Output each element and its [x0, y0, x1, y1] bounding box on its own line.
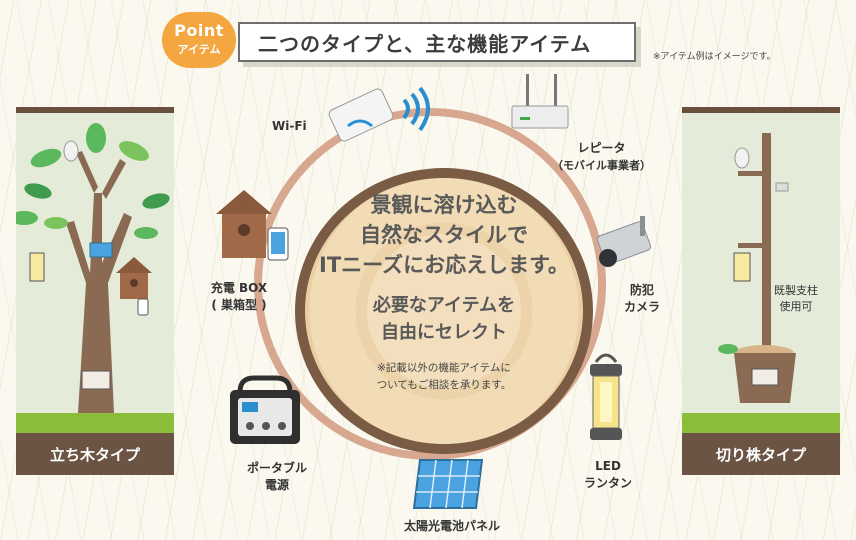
power-label-1: ポータブル	[246, 461, 307, 475]
point-badge: Point アイテム	[162, 12, 236, 68]
solar-panel-icon	[412, 459, 484, 509]
center-line-2: 自然なスタイルで	[360, 223, 528, 247]
camera-label-1: 防犯	[630, 283, 655, 297]
center-line-5: 自由にセレクト	[381, 322, 507, 343]
wood-slice	[295, 168, 593, 454]
center-line-1: 景観に溶け込む	[370, 193, 518, 217]
standing-tree-illustration	[16, 123, 170, 413]
security-camera-icon	[596, 216, 652, 267]
repeater-label: レピータ （モバイル事業者）	[552, 140, 651, 174]
portable-power-icon	[230, 375, 300, 444]
center-message: 景観に溶け込む 自然なスタイルで ITニーズにお応えします。 必要なアイテムを …	[295, 190, 593, 394]
standing-tree-type-text: 立ち木タイプ	[49, 445, 140, 464]
solar-label: 太陽光電池パネル	[403, 519, 500, 533]
wifi-label: Wi-Fi	[272, 119, 307, 133]
charge-box-label: 充電 BOX ( 巣箱型 )	[204, 280, 274, 314]
stump-pole-note-2: 使用可	[779, 300, 813, 313]
page-title-text: 二つのタイプと、主な機能アイテム	[258, 31, 592, 56]
stump-type-text: 切り株タイプ	[715, 445, 806, 464]
stump-pole-note: 既製支柱 使用可	[774, 283, 818, 315]
point-badge-top: Point	[174, 21, 224, 40]
led-lantern-icon	[590, 353, 622, 440]
power-label: ポータブル 電源	[240, 460, 314, 494]
stump-pole-note-1: 既製支柱	[774, 284, 818, 297]
repeater-icon	[511, 74, 569, 129]
repeater-label-2: （モバイル事業者）	[552, 159, 651, 172]
center-line-4: 必要なアイテムを	[372, 295, 516, 316]
charge-box-label-2: ( 巣箱型 )	[211, 298, 267, 312]
stump-type-label: 切り株タイプ	[682, 433, 840, 475]
stump-panel: 既製支柱 使用可 切り株タイプ	[682, 107, 840, 475]
center-note-2: ついてもご相談を承ります。	[376, 379, 512, 391]
camera-label-2: カメラ	[624, 300, 661, 314]
image-note: ※アイテム例はイメージです。	[653, 52, 776, 62]
standing-tree-panel: 立ち木タイプ	[16, 107, 174, 475]
repeater-label-1: レピータ	[577, 141, 626, 155]
item-ring	[254, 108, 606, 460]
wifi-router-icon	[328, 86, 430, 142]
center-line-3: ITニーズにお応えします。	[319, 253, 569, 277]
lawn	[682, 413, 840, 433]
lawn	[16, 413, 174, 433]
power-label-2: 電源	[264, 478, 289, 492]
standing-tree-type-label: 立ち木タイプ	[16, 433, 174, 475]
stump-illustration	[718, 133, 796, 403]
led-label-2: ランタン	[583, 476, 632, 490]
point-badge-bottom: アイテム	[177, 43, 221, 56]
center-note-1: ※記載以外の機能アイテムに	[377, 362, 511, 374]
led-label-1: LED	[595, 459, 621, 473]
page-title: 二つのタイプと、主な機能アイテム	[238, 22, 636, 62]
led-label: LED ランタン	[578, 458, 638, 492]
birdhouse-charger-icon	[216, 190, 289, 261]
charge-box-label-1: 充電 BOX	[210, 281, 268, 295]
camera-label: 防犯 カメラ	[624, 282, 660, 316]
